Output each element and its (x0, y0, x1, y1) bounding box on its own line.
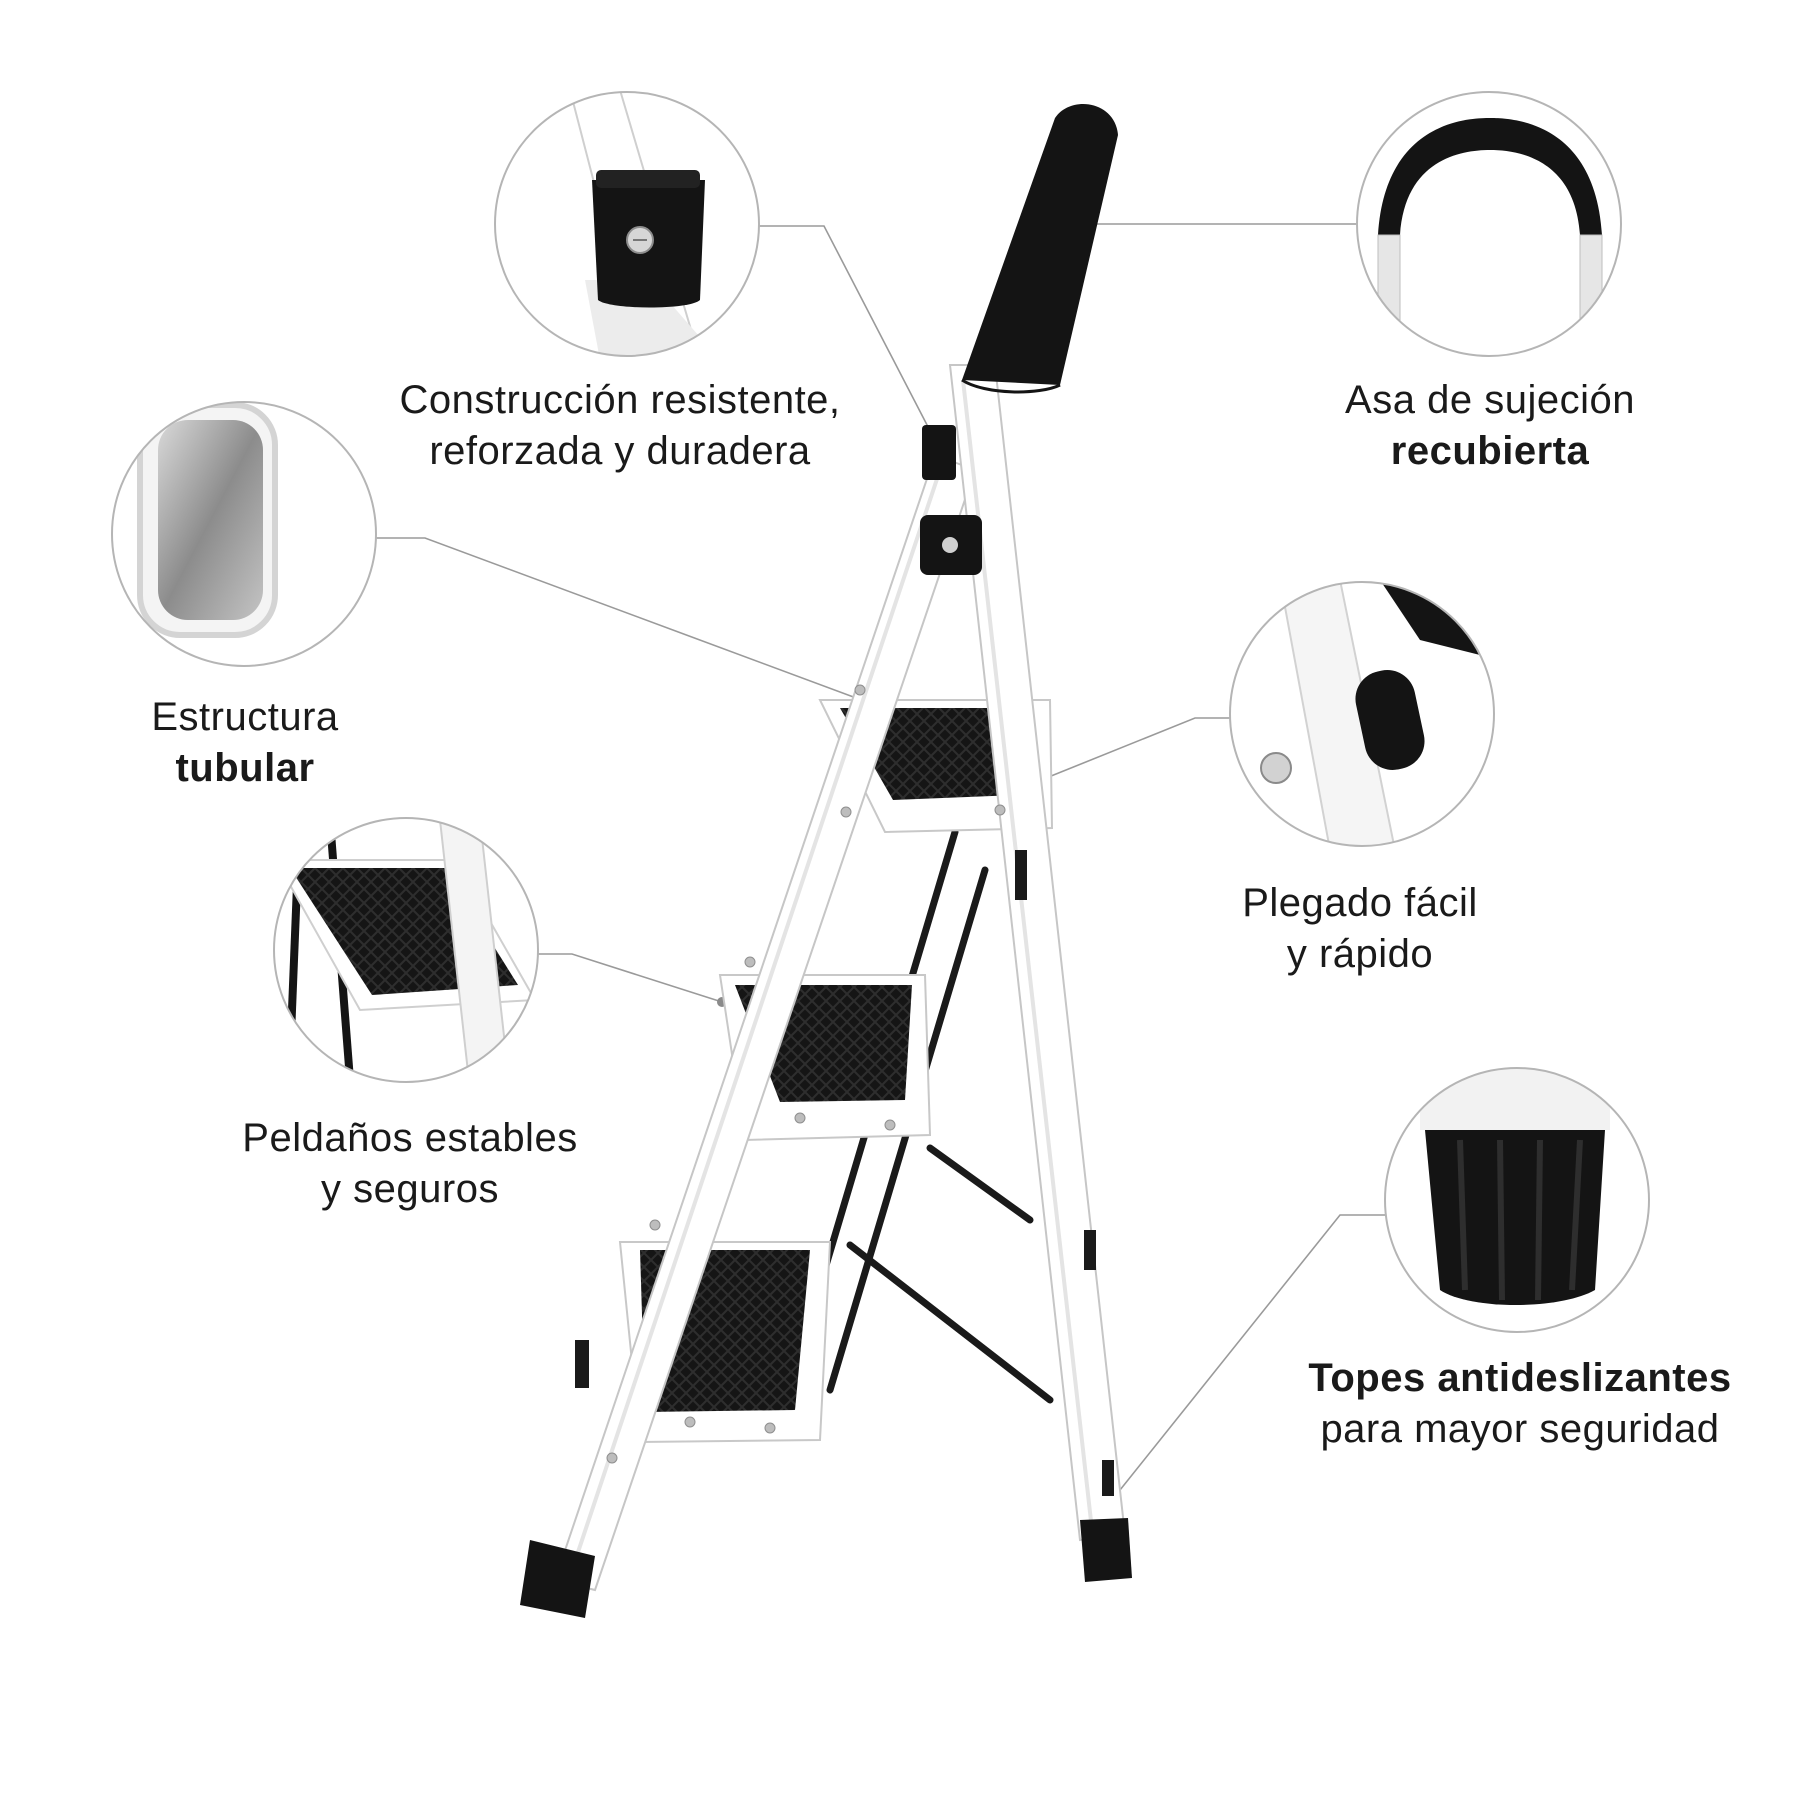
label-peldanos: Peldaños estables y seguros (200, 1113, 620, 1215)
detail-circle-peldanos (273, 817, 539, 1083)
label-estructura: Estructura tubular (100, 692, 390, 794)
hinge-lower (920, 515, 982, 575)
hinge-upper (922, 425, 956, 480)
label-plegado-line1: Plegado fácil (1242, 881, 1478, 925)
label-estructura-line1: Estructura (151, 695, 339, 739)
label-asa-line1: Asa de sujeción (1345, 378, 1635, 422)
label-estructura-line2: tubular (175, 746, 315, 790)
label-asa-line2: recubierta (1390, 429, 1590, 473)
label-construccion-line2: reforzada y duradera (429, 429, 811, 473)
label-asa: Asa de sujeción recubierta (1285, 375, 1695, 477)
label-plegado-line2: y rápido (1286, 932, 1434, 976)
label-plegado: Plegado fácil y rápido (1190, 878, 1530, 980)
label-topes-line2: para mayor seguridad (1320, 1407, 1720, 1451)
front-leg (520, 453, 977, 1618)
detail-circle-construccion (494, 91, 760, 357)
detail-circle-plegado (1229, 581, 1495, 847)
detail-circle-asa (1356, 91, 1622, 357)
label-topes-line1: Topes antideslizantes (1308, 1356, 1732, 1400)
callout-lines (376, 223, 1386, 1501)
label-peldanos-line1: Peldaños estables (242, 1116, 578, 1160)
label-construccion-line1: Construcción resistente, (399, 378, 841, 422)
label-topes: Topes antideslizantes para mayor segurid… (1255, 1353, 1785, 1455)
label-construccion: Construcción resistente, reforzada y dur… (360, 375, 880, 477)
detail-circle-topes (1384, 1067, 1650, 1333)
detail-circle-estructura (111, 401, 377, 667)
rear-leg (948, 103, 1132, 1582)
ladder (520, 103, 1132, 1618)
label-peldanos-line2: y seguros (321, 1167, 499, 1211)
